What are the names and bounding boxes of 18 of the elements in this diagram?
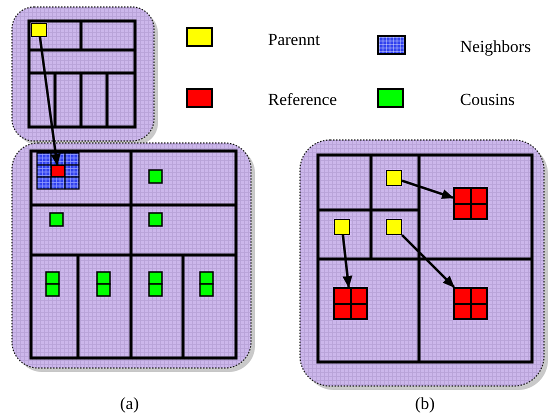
legend-label: Reference: [268, 90, 337, 110]
parent-square: [31, 23, 47, 37]
arrow: [342, 234, 352, 288]
reference-block: [453, 187, 488, 220]
panel-caption: (b): [415, 394, 435, 414]
parent-square: [334, 219, 350, 235]
arrow: [401, 234, 455, 288]
legend-label: Cousins: [460, 90, 515, 110]
reference-block: [333, 287, 368, 320]
legend-label: Neighbors: [460, 37, 531, 57]
reference-block: [453, 287, 488, 320]
arrow: [402, 179, 454, 199]
arrow: [38, 36, 61, 166]
parent-square: [386, 170, 402, 186]
parent-square: [386, 219, 402, 235]
panel-caption: (a): [120, 394, 139, 414]
reference-square: [51, 165, 65, 177]
legend-label: Parennt: [268, 30, 320, 50]
